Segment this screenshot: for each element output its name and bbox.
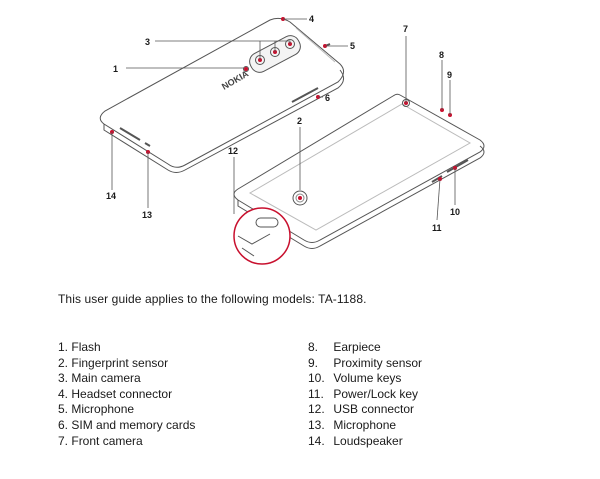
legend-item: 9. Proximity sensor	[308, 355, 423, 370]
legend-item: 11. Power/Lock key	[308, 386, 419, 401]
callout-2: 2	[297, 116, 302, 126]
usb-magnifier	[233, 207, 291, 265]
legend-right: 8. Earpiece 9. Proximity sensor 10. Volu…	[308, 340, 422, 449]
leader-lines	[111, 18, 456, 221]
legend-item: 6. SIM and memory cards	[58, 417, 196, 432]
callout-11: 11	[432, 223, 442, 233]
callout-5: 5	[350, 41, 355, 51]
legend-item: 7. Front camera	[58, 433, 143, 448]
callout-labels: 1 2 3 4 5 6 7 8 9 10 11 12 13 14	[106, 14, 460, 233]
legend-item: 14. Loudspeaker	[308, 433, 403, 448]
callout-4: 4	[309, 14, 314, 24]
legend-item: 8. Earpiece	[308, 340, 381, 354]
intro-text: This user guide applies to the following…	[58, 292, 367, 306]
callout-12: 12	[228, 146, 238, 156]
callout-3: 3	[145, 37, 150, 47]
callout-9: 9	[447, 70, 452, 80]
callout-7: 7	[403, 24, 408, 34]
callout-6: 6	[325, 93, 330, 103]
callout-14: 14	[106, 191, 116, 201]
callout-8: 8	[439, 50, 444, 60]
phone-back	[99, 17, 344, 173]
legend-item: 12. USB connector	[308, 402, 415, 417]
callout-13: 13	[142, 210, 152, 220]
legend-item: 10. Volume keys	[308, 371, 402, 386]
legend-item: 13. Microphone	[308, 417, 397, 432]
legend-item: 4. Headset connector	[58, 386, 173, 401]
callout-1: 1	[113, 64, 118, 74]
legend-item: 1. Flash	[58, 340, 101, 354]
legend-left: 1. Flash 2. Fingerprint sensor 3. Main c…	[58, 340, 195, 449]
legend-item: 2. Fingerprint sensor	[58, 355, 169, 370]
phone-front	[233, 93, 485, 249]
legend-item: 5. Microphone	[58, 402, 135, 417]
legend-item: 3. Main camera	[58, 371, 141, 386]
logo-nokia: NOKIA	[220, 68, 251, 91]
phone-diagram: NOKIA	[99, 14, 485, 265]
callout-10: 10	[450, 207, 460, 217]
